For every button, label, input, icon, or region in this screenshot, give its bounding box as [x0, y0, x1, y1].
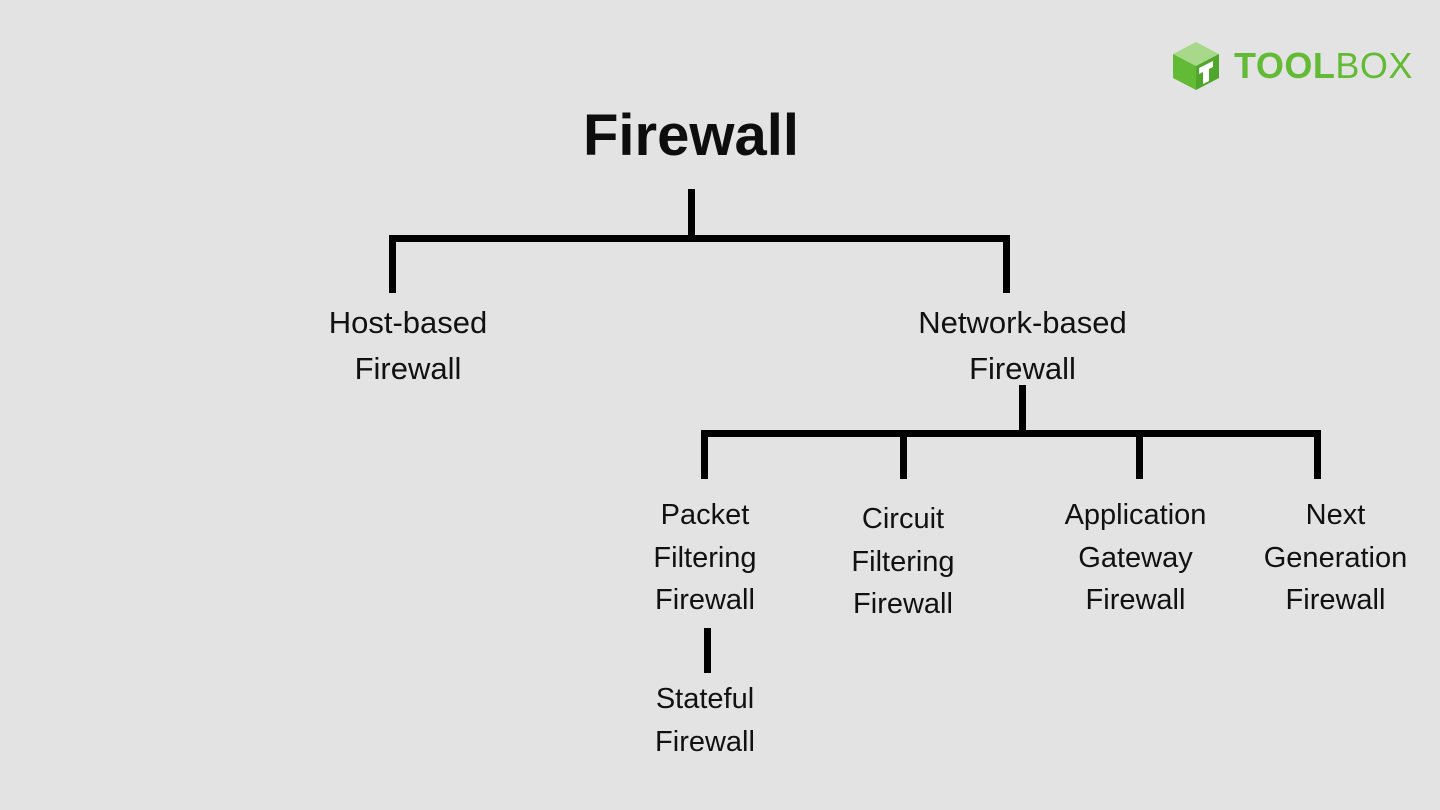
- node-host-based-firewall: Host-based Firewall: [283, 300, 533, 391]
- node-label-line: Packet: [660, 499, 750, 531]
- node-label-line: Firewall: [655, 725, 755, 758]
- node-label-line: Gateway: [1078, 541, 1193, 574]
- node-next-generation-firewall: Next Generation Firewall: [1238, 494, 1433, 622]
- connector-drop-network-based: [1003, 235, 1010, 293]
- node-packet-filtering-firewall: Packet Filtering Firewall: [620, 494, 790, 622]
- node-label-line: Firewall: [969, 350, 1076, 386]
- connector-root-stem: [688, 189, 695, 241]
- node-label-line: Firewall: [354, 350, 462, 386]
- node-label-line: Firewall: [853, 588, 953, 621]
- connector-level2-bar: [389, 235, 1010, 242]
- toolbox-logo: TOOLBOX: [1168, 38, 1413, 94]
- connector-stateful-stem: [704, 628, 711, 673]
- node-label-line: Next: [1305, 499, 1366, 531]
- connector-network-based-stem: [1019, 385, 1026, 433]
- brand-wordmark: TOOLBOX: [1234, 48, 1413, 84]
- node-application-gateway-firewall: Application Gateway Firewall: [1038, 494, 1233, 622]
- node-network-based-firewall: Network-based Firewall: [885, 300, 1160, 391]
- brand-name-light: BOX: [1335, 45, 1413, 86]
- node-label-line: Application: [1064, 499, 1207, 531]
- brand-name-bold: TOOL: [1234, 45, 1336, 86]
- connector-drop-circuit-filtering: [900, 430, 907, 479]
- node-label-line: Circuit: [861, 503, 945, 535]
- connector-drop-application-gateway: [1136, 430, 1143, 479]
- node-label-line: Firewall: [1285, 584, 1386, 617]
- connector-drop-next-generation: [1314, 430, 1321, 479]
- node-label-line: Filtering: [851, 545, 955, 578]
- connector-drop-host-based: [389, 235, 396, 293]
- node-label-line: Network-based: [918, 305, 1127, 340]
- node-stateful-firewall: Stateful Firewall: [620, 678, 790, 763]
- connector-drop-packet-filtering: [701, 430, 708, 479]
- node-label-line: Stateful: [655, 683, 755, 715]
- node-circuit-filtering-firewall: Circuit Filtering Firewall: [818, 498, 988, 626]
- node-label-line: Firewall: [655, 584, 755, 617]
- cube-icon: [1173, 42, 1219, 90]
- node-label-line: Generation: [1263, 541, 1408, 574]
- node-label-line: Firewall: [1085, 584, 1186, 617]
- diagram-title: Firewall: [583, 103, 799, 168]
- node-label-line: Host-based: [328, 305, 488, 340]
- node-label-line: Filtering: [653, 541, 757, 574]
- connector-level3-bar: [701, 430, 1321, 437]
